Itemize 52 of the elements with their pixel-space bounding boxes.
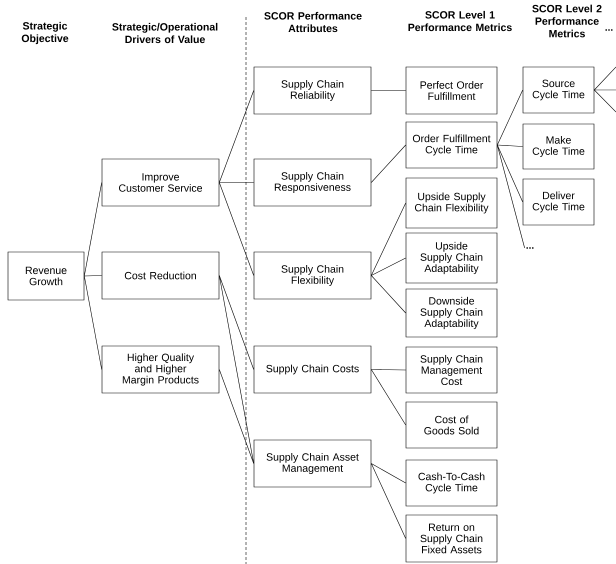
metric-box: Order Fulfillment Cycle Time	[406, 122, 498, 168]
metric-box: Cost of Goods Sold	[406, 402, 498, 448]
connector-line	[219, 182, 254, 183]
column-heading: Strategic/Operational Drivers of Value	[112, 22, 218, 44]
metric-box: Supply Chain Management Cost	[406, 346, 498, 394]
connector-line	[371, 144, 406, 183]
connector-line	[84, 182, 102, 276]
ellipsis: ...	[526, 247, 534, 249]
metric-box: Source Cycle Time	[522, 66, 594, 114]
metric-box: Improve Customer Service	[102, 158, 220, 206]
connector-line	[371, 369, 406, 426]
metric-box: Upside Supply Chain Flexibility	[406, 178, 498, 228]
connector-line	[371, 90, 406, 91]
connector-line	[497, 144, 523, 147]
connector-line	[371, 275, 406, 314]
connector-line	[84, 276, 102, 370]
connector-line	[84, 275, 102, 276]
metric-box: Cost Reduction	[102, 252, 220, 300]
connector-line	[219, 182, 254, 276]
connector-line	[371, 202, 406, 276]
metric-box: Supply Chain Asset Management	[254, 440, 372, 488]
connector-line	[497, 90, 523, 146]
connector-line	[371, 369, 406, 370]
connector-line	[371, 463, 406, 484]
column-heading: SCOR Level 1 Performance Metrics	[408, 10, 512, 32]
metric-box: Downside Supply Chain Adaptability	[406, 288, 498, 338]
connector-line	[219, 90, 254, 183]
metric-box: Supply Chain Responsiveness	[254, 158, 372, 206]
metric-box: Upside Supply Chain Adaptability	[406, 232, 498, 284]
metric-box: Supply Chain Reliability	[254, 66, 372, 114]
metric-box: Supply Chain Flexibility	[254, 252, 372, 300]
metric-box: Higher Quality and Higher Margin Products	[102, 346, 220, 394]
connector-line	[219, 369, 254, 464]
metric-box: Supply Chain Costs	[254, 346, 372, 394]
connector-line	[371, 258, 406, 276]
metric-box: Deliver Cycle Time	[522, 178, 594, 226]
connector-line	[219, 275, 254, 370]
connector-line	[219, 275, 254, 464]
metric-box: Perfect Order Fulfillment	[406, 66, 498, 114]
column-heading: SCOR Level 2 Performance Metrics	[532, 4, 602, 38]
connector-line	[371, 463, 406, 539]
connector-line	[594, 66, 616, 90]
connector-line	[497, 144, 525, 248]
metric-box: Revenue Growth	[8, 252, 84, 300]
metric-box: Return on Supply Chain Fixed Assets	[406, 514, 498, 562]
connector-line	[497, 144, 523, 202]
connector-line	[594, 90, 616, 112]
ellipsis: ...	[606, 29, 612, 31]
column-heading: SCOR Performance Attributes	[264, 12, 362, 32]
metric-box: Cash-To-Cash Cycle Time	[406, 460, 498, 506]
column-heading: Strategic Objective	[22, 22, 68, 44]
metric-box: Make Cycle Time	[522, 124, 594, 170]
